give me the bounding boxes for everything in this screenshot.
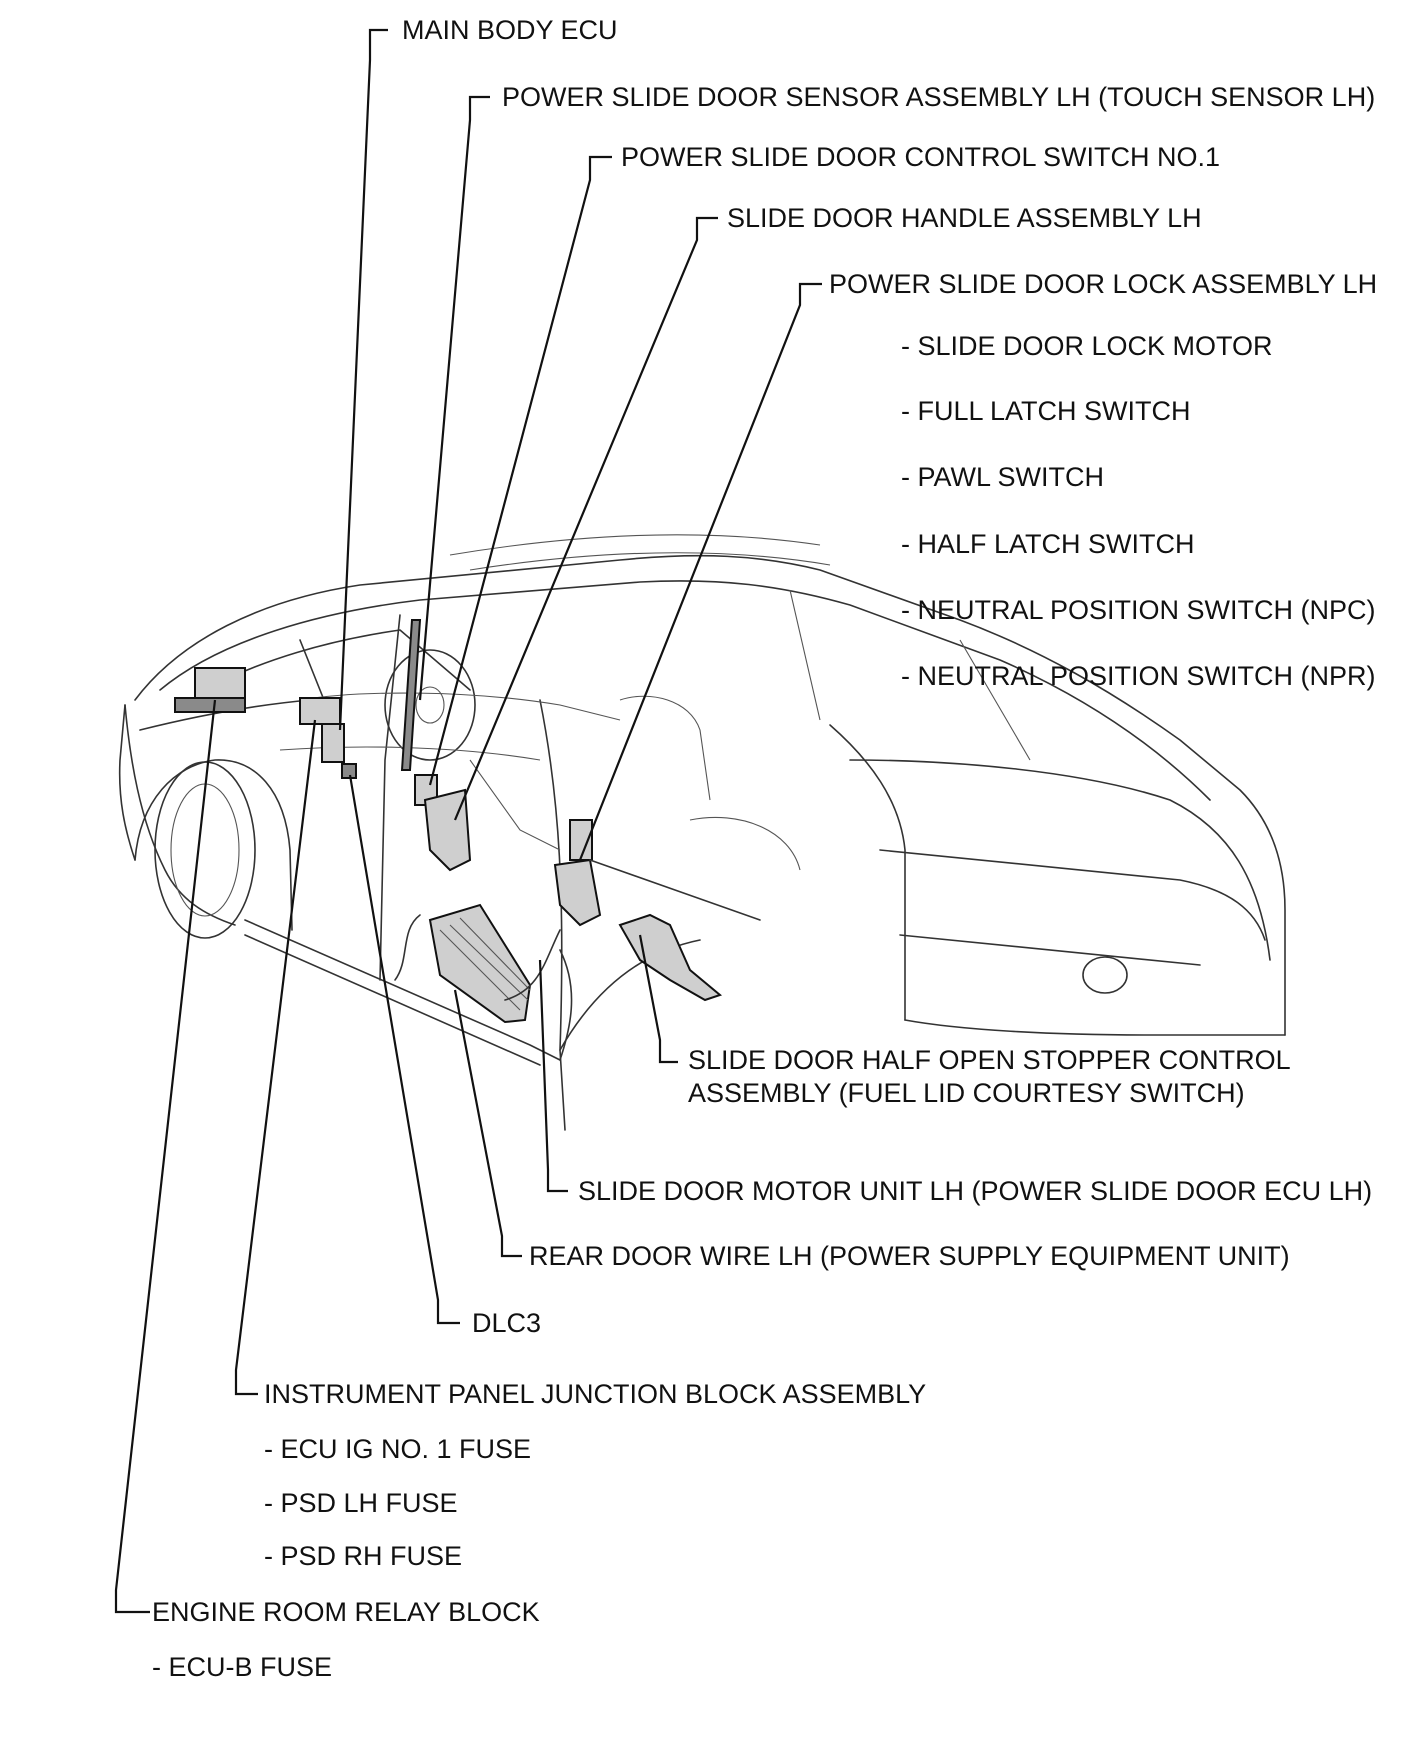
leader-motor-unit bbox=[538, 959, 568, 1193]
dlc3-shape bbox=[341, 763, 357, 779]
label-ip-junction-block: INSTRUMENT PANEL JUNCTION BLOCK ASSEMBLY bbox=[264, 1379, 927, 1409]
touch-sensor-strip-shape bbox=[400, 619, 422, 771]
lock-item-npr: - NEUTRAL POSITION SWITCH (NPR) bbox=[901, 661, 1376, 691]
leader-lock-assembly bbox=[578, 282, 822, 861]
component-parts bbox=[174, 619, 761, 1061]
ip-item-psd-rh-fuse: - PSD RH FUSE bbox=[264, 1541, 463, 1571]
label-rear-door-wire: REAR DOOR WIRE LH (POWER SUPPLY EQUIPMEN… bbox=[529, 1241, 1290, 1271]
lock-item-half-latch: - HALF LATCH SWITCH bbox=[901, 529, 1195, 559]
ip-item-ecu-ig-fuse: - ECU IG NO. 1 FUSE bbox=[264, 1434, 532, 1464]
label-dlc3: DLC3 bbox=[472, 1308, 542, 1338]
leader-main-body-ecu bbox=[338, 28, 388, 731]
lock-item-npc: - NEUTRAL POSITION SWITCH (NPC) bbox=[901, 595, 1376, 625]
leader-control-switch bbox=[428, 155, 612, 786]
lock-item-full-latch: - FULL LATCH SWITCH bbox=[901, 396, 1191, 426]
ip-item-psd-lh-fuse: - PSD LH FUSE bbox=[264, 1488, 458, 1518]
label-touch-sensor: POWER SLIDE DOOR SENSOR ASSEMBLY LH (TOU… bbox=[502, 82, 1376, 112]
label-main-body-ecu: MAIN BODY ECU bbox=[402, 15, 618, 45]
leader-ip-junction-block bbox=[234, 719, 317, 1396]
label-lock-assembly: POWER SLIDE DOOR LOCK ASSEMBLY LH bbox=[829, 269, 1378, 299]
label-half-open-stopper-line2: ASSEMBLY (FUEL LID COURTESY SWITCH) bbox=[688, 1078, 1245, 1108]
label-engine-room-relay: ENGINE ROOM RELAY BLOCK bbox=[152, 1597, 540, 1627]
engine-item-ecu-b-fuse: - ECU-B FUSE bbox=[152, 1652, 333, 1682]
leader-half-open-stopper bbox=[638, 934, 678, 1064]
lock-item-lock-motor: - SLIDE DOOR LOCK MOTOR bbox=[901, 331, 1273, 361]
engine-room-relay-block-shape bbox=[194, 667, 246, 699]
main-body-ecu-shape bbox=[321, 723, 345, 763]
label-door-handle: SLIDE DOOR HANDLE ASSEMBLY LH bbox=[727, 203, 1202, 233]
leader-rear-door-wire bbox=[453, 989, 522, 1258]
leader-lines bbox=[114, 28, 822, 1614]
half-open-stopper-shape bbox=[618, 913, 723, 1002]
label-motor-unit: SLIDE DOOR MOTOR UNIT LH (POWER SLIDE DO… bbox=[578, 1176, 1373, 1206]
leader-engine-room-relay bbox=[114, 699, 217, 1614]
instrument-panel-jb-shape bbox=[299, 697, 341, 725]
leader-door-handle bbox=[453, 216, 718, 821]
lock-item-pawl: - PAWL SWITCH bbox=[901, 462, 1104, 492]
leader-touch-sensor bbox=[418, 95, 490, 701]
leader-dlc3 bbox=[348, 774, 460, 1325]
vehicle-outline bbox=[118, 534, 1286, 1131]
motor-unit-panel-shape bbox=[428, 903, 532, 1024]
label-half-open-stopper-line1: SLIDE DOOR HALF OPEN STOPPER CONTROL bbox=[688, 1045, 1291, 1075]
engine-room-relay-bracket-shape bbox=[174, 697, 246, 713]
label-control-switch: POWER SLIDE DOOR CONTROL SWITCH NO.1 bbox=[621, 142, 1221, 172]
